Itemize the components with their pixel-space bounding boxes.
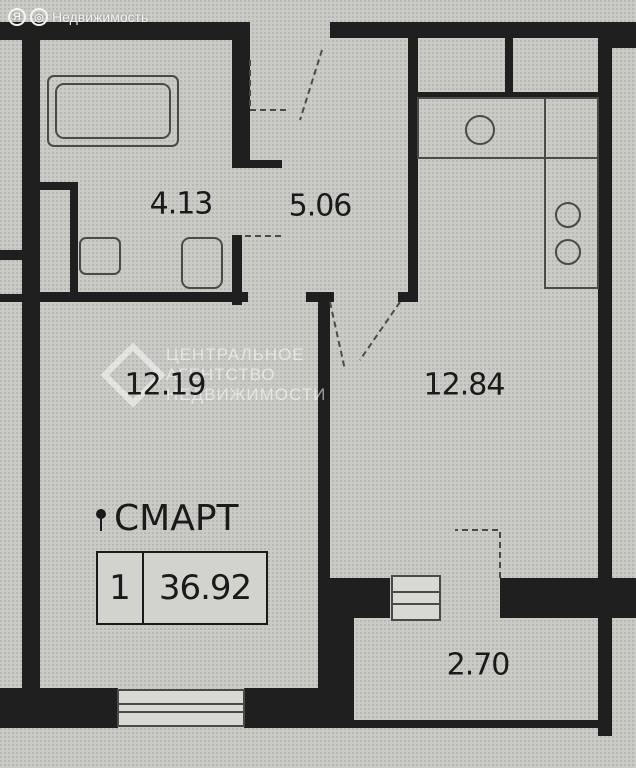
toilet xyxy=(181,237,223,289)
sink xyxy=(79,237,121,275)
series-name: СМАРТ xyxy=(114,498,239,539)
apartment-summary-badge: 1 36.92 xyxy=(96,551,268,625)
room-area-kitchen-living: 12.84 xyxy=(423,367,506,403)
room-count: 1 xyxy=(98,553,144,623)
balcony-door xyxy=(391,575,441,621)
watermark-line-1: ЦЕНТРАЛЬНОЕ xyxy=(166,345,305,364)
brand-name: Недвижимость xyxy=(52,9,149,25)
photo-camera-icon: ◎ xyxy=(30,8,48,26)
total-area: 36.92 xyxy=(158,568,252,608)
watermark-line-2: АГЕНТСТВО xyxy=(166,365,276,384)
brand-logo-icon: Я xyxy=(8,8,26,26)
room-area-hallway: 5.06 xyxy=(288,188,353,224)
agency-watermark: ЦЕНТРАЛЬНОЕ АГЕНТСТВО НЕДВИЖИМОСТИ xyxy=(100,342,327,408)
bathtub xyxy=(47,75,179,147)
room-area-bathroom: 4.13 xyxy=(149,186,214,222)
fixtures xyxy=(47,49,599,727)
walls xyxy=(0,22,636,736)
watermark-line-3: НЕДВИЖИМОСТИ xyxy=(166,385,327,404)
room-area-bedroom: 12.19 xyxy=(124,367,207,403)
room-area-balcony: 2.70 xyxy=(446,647,511,683)
bedroom-window xyxy=(117,689,245,727)
pin-icon xyxy=(96,507,106,531)
series-label: СМАРТ xyxy=(96,498,239,539)
brand-header: Я ◎ Недвижимость xyxy=(8,8,148,26)
